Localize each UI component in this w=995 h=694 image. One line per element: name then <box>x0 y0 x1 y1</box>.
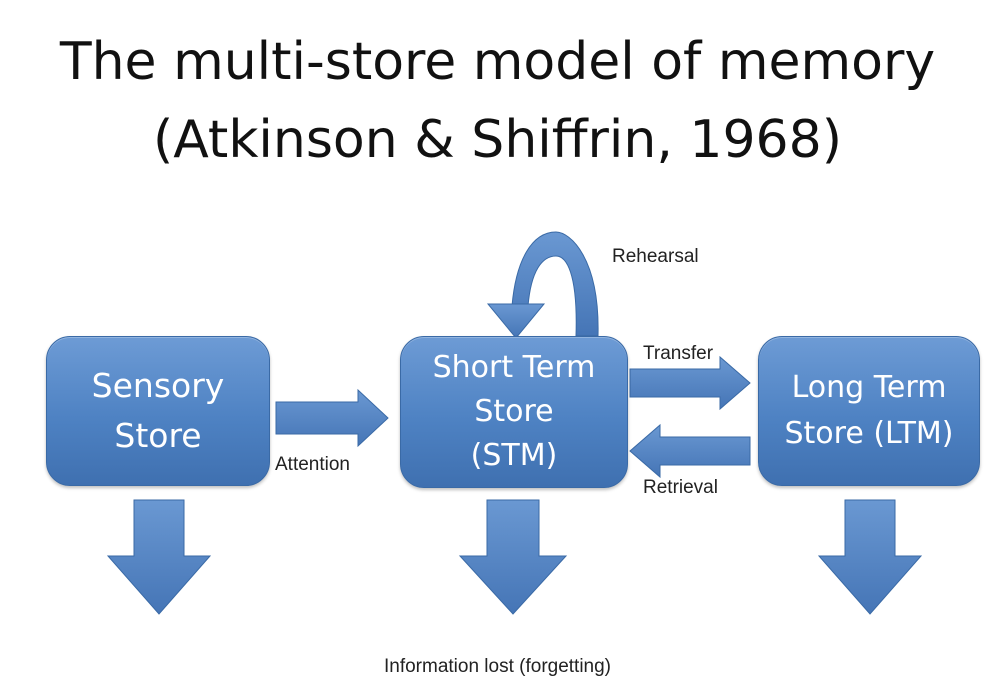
forgetting-arrow-ltm <box>817 499 923 615</box>
stm-line-1: Short Term <box>432 350 596 385</box>
rehearsal-loop-arrow <box>486 231 599 339</box>
sensory-store-line-2: Store <box>114 416 202 455</box>
ltm-line-2: Store (LTM) <box>784 416 954 451</box>
retrieval-arrow <box>629 423 751 479</box>
attention-label: Attention <box>275 454 350 475</box>
attention-arrow <box>275 388 389 448</box>
rehearsal-label: Rehearsal <box>612 246 699 267</box>
sensory-store-box: Sensory Store <box>46 336 270 486</box>
stm-line-2: Store <box>474 394 554 429</box>
title-line-2: (Atkinson & Shiffrin, 1968) <box>152 110 843 170</box>
ltm-line-1: Long Term <box>791 370 947 405</box>
title-line-1: The multi-store model of memory <box>59 32 936 92</box>
transfer-label: Transfer <box>643 343 714 364</box>
retrieval-label: Retrieval <box>643 477 718 498</box>
information-lost-label: Information lost (forgetting) <box>383 656 612 677</box>
forgetting-arrow-stm <box>458 499 568 615</box>
sensory-store-line-1: Sensory <box>91 366 225 405</box>
stm-line-3: (STM) <box>470 438 558 473</box>
transfer-arrow <box>629 355 751 411</box>
long-term-store-box: Long Term Store (LTM) <box>758 336 980 486</box>
forgetting-arrow-sensory <box>106 499 212 615</box>
short-term-store-box: Short Term Store (STM) <box>400 336 628 488</box>
